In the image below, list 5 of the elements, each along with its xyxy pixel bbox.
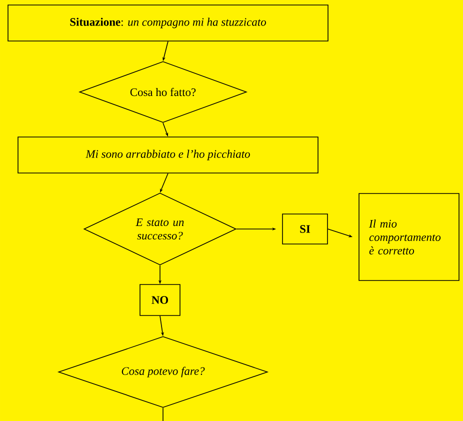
result-box: Il mio comportamento è corretto bbox=[358, 193, 460, 281]
action-box: Mi sono arrabbiato e l’ho picchiato bbox=[18, 136, 318, 174]
situation-box: Situazione: un compagno mi ha stuzzicato bbox=[8, 4, 328, 42]
answer-box: NO bbox=[140, 284, 180, 316]
answer-box: SI bbox=[282, 214, 328, 244]
